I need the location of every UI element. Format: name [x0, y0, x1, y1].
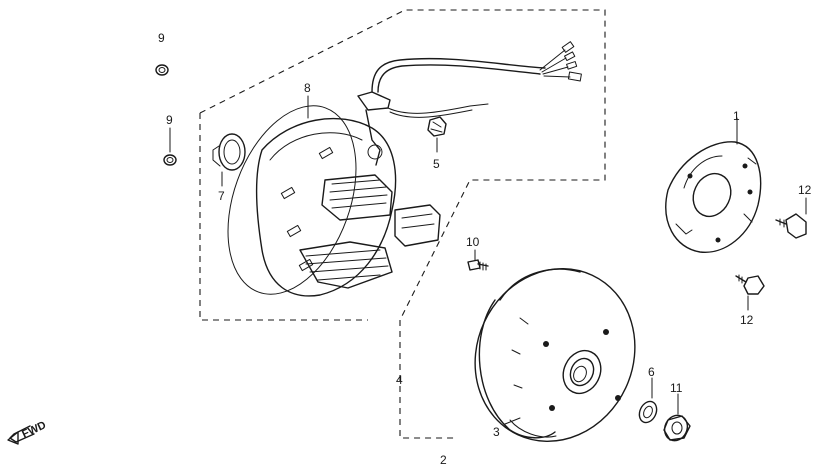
stator-assembly: [227, 41, 582, 297]
callout-labels: 1 2 3 4 5 6 7 8 9 9 10 11 12 12: [158, 31, 812, 467]
callout-12-top: 12: [798, 183, 812, 197]
callout-2: 2: [440, 453, 447, 467]
callout-4: 4: [396, 373, 403, 387]
callout-1: 1: [733, 109, 740, 123]
bolt-10: [467, 259, 489, 271]
oil-seal: [212, 133, 246, 171]
callout-9-bottom: 9: [166, 113, 173, 127]
assembly-boundary: [199, 9, 606, 439]
callout-9-top: 9: [158, 31, 165, 45]
wire-grommet: [427, 116, 447, 137]
direction-label: FWD: [20, 419, 48, 440]
flange-nut-11: [663, 414, 691, 442]
callout-10: 10: [466, 235, 480, 249]
forward-arrow-icon: FWD: [7, 419, 48, 445]
callout-7: 7: [218, 189, 225, 203]
callout-3: 3: [493, 425, 500, 439]
bolts-12: [735, 213, 807, 295]
base-plate: [665, 141, 762, 253]
callout-5: 5: [433, 157, 440, 171]
washers-9: [155, 64, 177, 166]
leader-lines: [169, 95, 807, 425]
washer-6: [638, 400, 658, 424]
callout-8: 8: [304, 81, 311, 95]
flywheel-rotor: [474, 268, 636, 442]
callout-12-bottom: 12: [740, 313, 754, 327]
callout-11: 11: [670, 381, 683, 395]
callout-6: 6: [648, 365, 655, 379]
